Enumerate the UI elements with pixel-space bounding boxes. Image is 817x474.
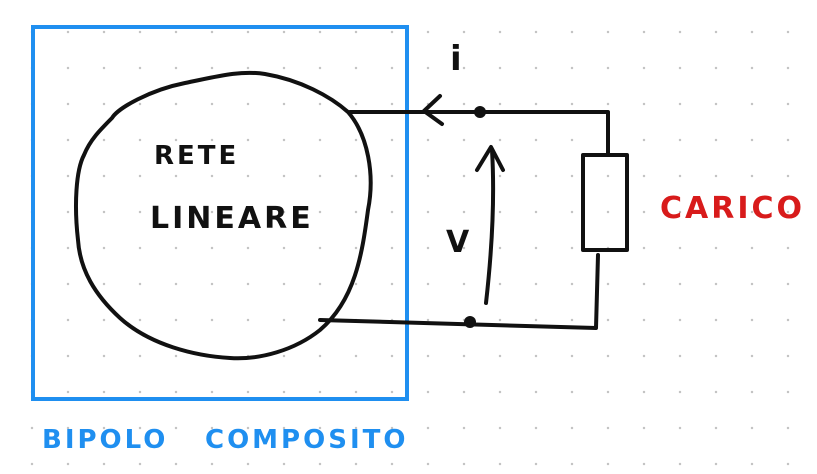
voltage-label: V — [446, 225, 472, 260]
current-arrow-head — [422, 94, 444, 126]
current-label: i — [450, 39, 465, 79]
load-resistor — [581, 153, 629, 252]
voltage-arrow-head — [475, 145, 505, 172]
bottom-terminal — [464, 316, 476, 328]
box-label-right: COMPOSITO — [205, 425, 408, 455]
bottom-wire — [318, 253, 600, 330]
linear-network-blob — [74, 70, 373, 361]
network-label-line2: LINEARE — [150, 201, 314, 236]
network-label-line1: RETE — [154, 141, 239, 171]
composite-bipole-box — [31, 25, 409, 401]
box-label-left: BIPOLO — [42, 425, 168, 455]
voltage-arrow-shaft — [484, 148, 496, 305]
load-label: CARICO — [660, 191, 805, 226]
top-wire — [348, 110, 610, 157]
top-terminal — [474, 106, 486, 118]
